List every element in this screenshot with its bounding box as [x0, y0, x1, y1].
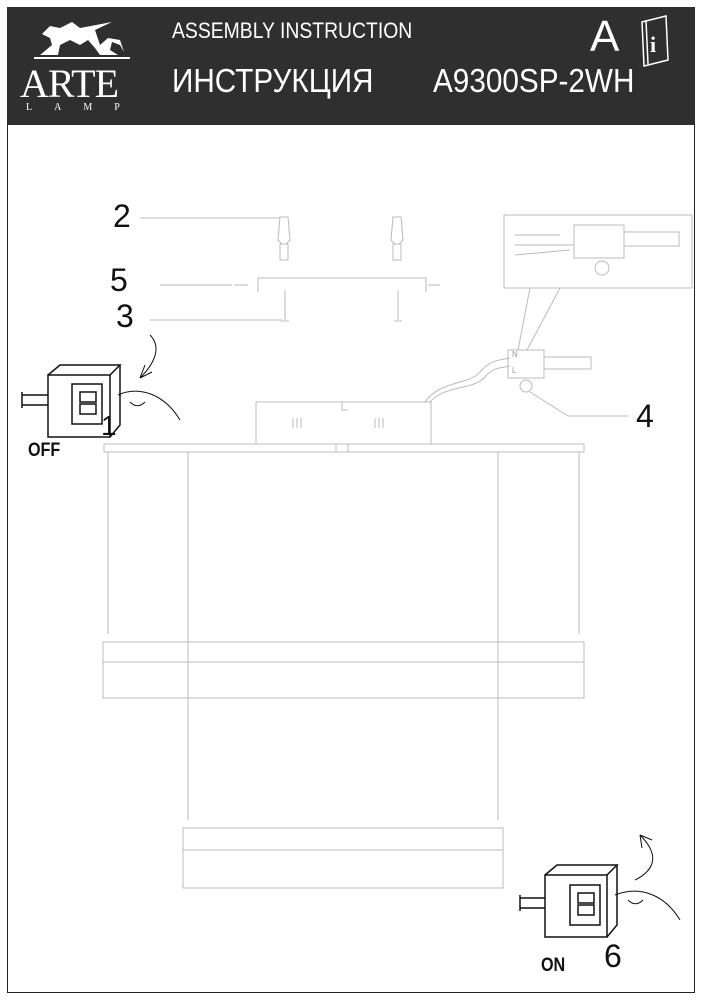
- step-5-label: 5: [110, 262, 128, 298]
- russian-title: ИНСТРУКЦИЯ: [172, 62, 374, 99]
- screw-right: [394, 290, 402, 322]
- header-bar: [7, 7, 695, 125]
- light-bar-upper: [102, 641, 585, 699]
- step-1-label: 1: [101, 410, 117, 441]
- step-4-label: 4: [636, 398, 654, 434]
- connector-l-label: L: [512, 366, 517, 375]
- ceiling-plate: [103, 443, 585, 453]
- step-3-label: 3: [116, 298, 134, 334]
- logo-subtitle: LAMP: [26, 102, 142, 113]
- step-6-label: 6: [604, 938, 622, 974]
- connector-callout-box: [503, 214, 693, 289]
- version-letter: A: [590, 12, 620, 61]
- logo-wordmark: ARTE: [20, 61, 119, 106]
- switch-on-label: ON: [541, 955, 566, 976]
- light-bar-lower: [182, 827, 504, 889]
- mounting-bracket: [257, 277, 427, 292]
- wall-switch-off: [21, 334, 181, 438]
- canopy-box: [255, 401, 432, 445]
- switch-off-label: OFF: [28, 440, 61, 461]
- svg-text:i: i: [650, 32, 656, 57]
- connector-n-label: N: [512, 350, 518, 359]
- model-number: A9300SP-2WH: [433, 62, 635, 99]
- assembly-instruction-title: ASSEMBLY INSTRUCTION: [172, 18, 413, 43]
- screw-left: [281, 290, 289, 322]
- wall-anchor-right: [390, 216, 404, 261]
- wall-anchor-left: [277, 216, 291, 261]
- wall-switch-on: [519, 834, 681, 938]
- step-2-label: 2: [113, 198, 131, 234]
